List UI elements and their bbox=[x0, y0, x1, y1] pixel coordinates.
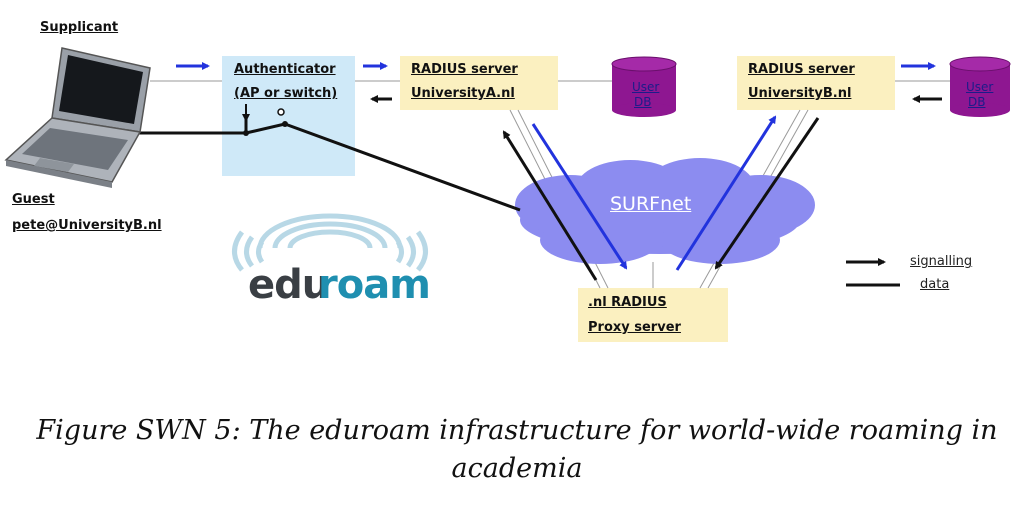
radius-a-box bbox=[400, 56, 558, 110]
figure-caption: Figure SWN 5: The eduroam infrastructure… bbox=[36, 415, 998, 484]
authenticator-line1: Authenticator bbox=[234, 62, 336, 77]
surfnet-label: SURFnet bbox=[610, 193, 692, 215]
switch-contact-right bbox=[282, 121, 288, 127]
supplicant-label: Supplicant bbox=[40, 20, 119, 35]
legend-signalling-label: signalling bbox=[910, 254, 973, 269]
eduroam-logo-edu: edu bbox=[248, 262, 330, 308]
proxy-line2: Proxy server bbox=[588, 320, 681, 335]
radius-b-box bbox=[737, 56, 895, 110]
surfnet-cloud bbox=[515, 158, 815, 264]
blue-signal-arrows bbox=[176, 62, 936, 271]
user-db-a-line1: User bbox=[632, 80, 660, 94]
switch-contact-left bbox=[243, 130, 249, 136]
laptop-icon bbox=[4, 47, 151, 188]
black-return-arrows bbox=[370, 95, 942, 281]
proxy-box bbox=[578, 288, 728, 342]
eduroam-logo-waves bbox=[232, 213, 428, 272]
eduroam-logo-roam: roam bbox=[318, 262, 431, 308]
radius-b-line2: UniversityB.nl bbox=[748, 86, 852, 101]
guest-label: Guest bbox=[12, 192, 55, 207]
radius-b-line1: RADIUS server bbox=[748, 62, 855, 77]
guest-user-label: pete@UniversityB.nl bbox=[12, 218, 162, 233]
user-db-a-cylinder bbox=[611, 56, 677, 117]
proxy-line1: .nl RADIUS bbox=[588, 295, 667, 310]
radius-a-line2: UniversityA.nl bbox=[411, 86, 515, 101]
user-db-b-line1: User bbox=[966, 80, 994, 94]
legend-data-label: data bbox=[920, 277, 950, 292]
switch-contact-open bbox=[277, 108, 285, 116]
user-db-b-line2: DB bbox=[968, 95, 986, 109]
user-db-b-cylinder bbox=[949, 56, 1011, 117]
user-db-a-line2: DB bbox=[634, 95, 652, 109]
authenticator-line2: (AP or switch) bbox=[234, 86, 338, 101]
radius-a-line1: RADIUS server bbox=[411, 62, 518, 77]
eduroam-logo: edu roam bbox=[248, 262, 448, 312]
